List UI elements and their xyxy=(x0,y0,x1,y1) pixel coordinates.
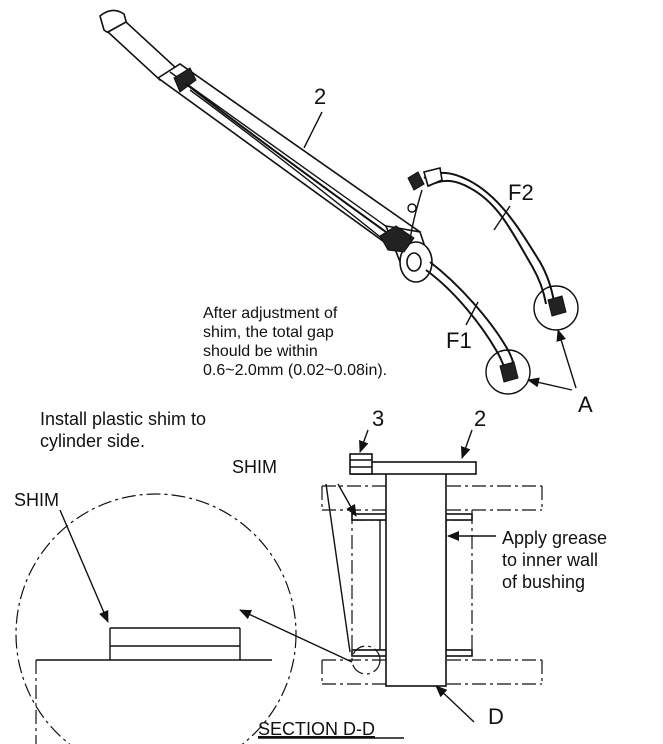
steel-pipe xyxy=(185,83,387,233)
head-clamp xyxy=(173,67,197,93)
svg-text:0.6~2.0mm (0.02~0.08in).: 0.6~2.0mm (0.02~0.08in). xyxy=(203,362,387,379)
label-part-3: 3 xyxy=(372,406,384,431)
label-hose-f2: F2 xyxy=(508,180,534,205)
label-detail-a: A xyxy=(578,392,593,417)
bolt xyxy=(349,453,373,475)
cylinder-rod xyxy=(106,21,178,82)
detail-a-circle-right xyxy=(533,285,579,331)
svg-text:to inner wall: to inner wall xyxy=(502,550,598,570)
svg-text:shim, the total gap: shim, the total gap xyxy=(203,324,334,341)
section-title: SECTION D-D xyxy=(258,719,375,739)
label-part-2-top: 2 xyxy=(314,84,326,109)
shim-detail-view xyxy=(15,493,353,744)
hose-f1 xyxy=(425,261,516,377)
detail-a-leader-2 xyxy=(527,377,573,391)
plastic-shim-note: Install plastic shim to cylinder side. xyxy=(40,409,206,451)
grease-note: Apply grease to inner wall of bushing xyxy=(502,528,607,592)
svg-text:of bushing: of bushing xyxy=(502,572,585,592)
label-shim-top: SHIM xyxy=(232,457,277,477)
svg-text:Apply grease: Apply grease xyxy=(502,528,607,548)
section-view xyxy=(321,429,543,723)
pin xyxy=(385,463,447,687)
svg-text:cylinder side.: cylinder side. xyxy=(40,431,145,451)
fitting-cluster xyxy=(379,225,415,253)
label-shim-detail: SHIM xyxy=(14,490,59,510)
label-part-2-section: 2 xyxy=(474,406,486,431)
label-hose-f1: F1 xyxy=(446,328,472,353)
elbow-fitting xyxy=(407,171,425,191)
cylinder-assembly xyxy=(99,9,433,283)
detail-a-leader-1 xyxy=(556,329,577,389)
hose-f2 xyxy=(423,167,555,305)
detail-a-circle-left xyxy=(485,349,531,395)
svg-text:After adjustment of: After adjustment of xyxy=(203,305,338,322)
o-ring xyxy=(407,203,417,213)
label-section-letter: D xyxy=(488,704,504,729)
detail-circle-small xyxy=(351,645,381,675)
gap-note: After adjustment of shim, the total gap … xyxy=(203,305,387,379)
svg-text:Install plastic shim to: Install plastic shim to xyxy=(40,409,206,429)
svg-text:should be within: should be within xyxy=(203,343,318,360)
